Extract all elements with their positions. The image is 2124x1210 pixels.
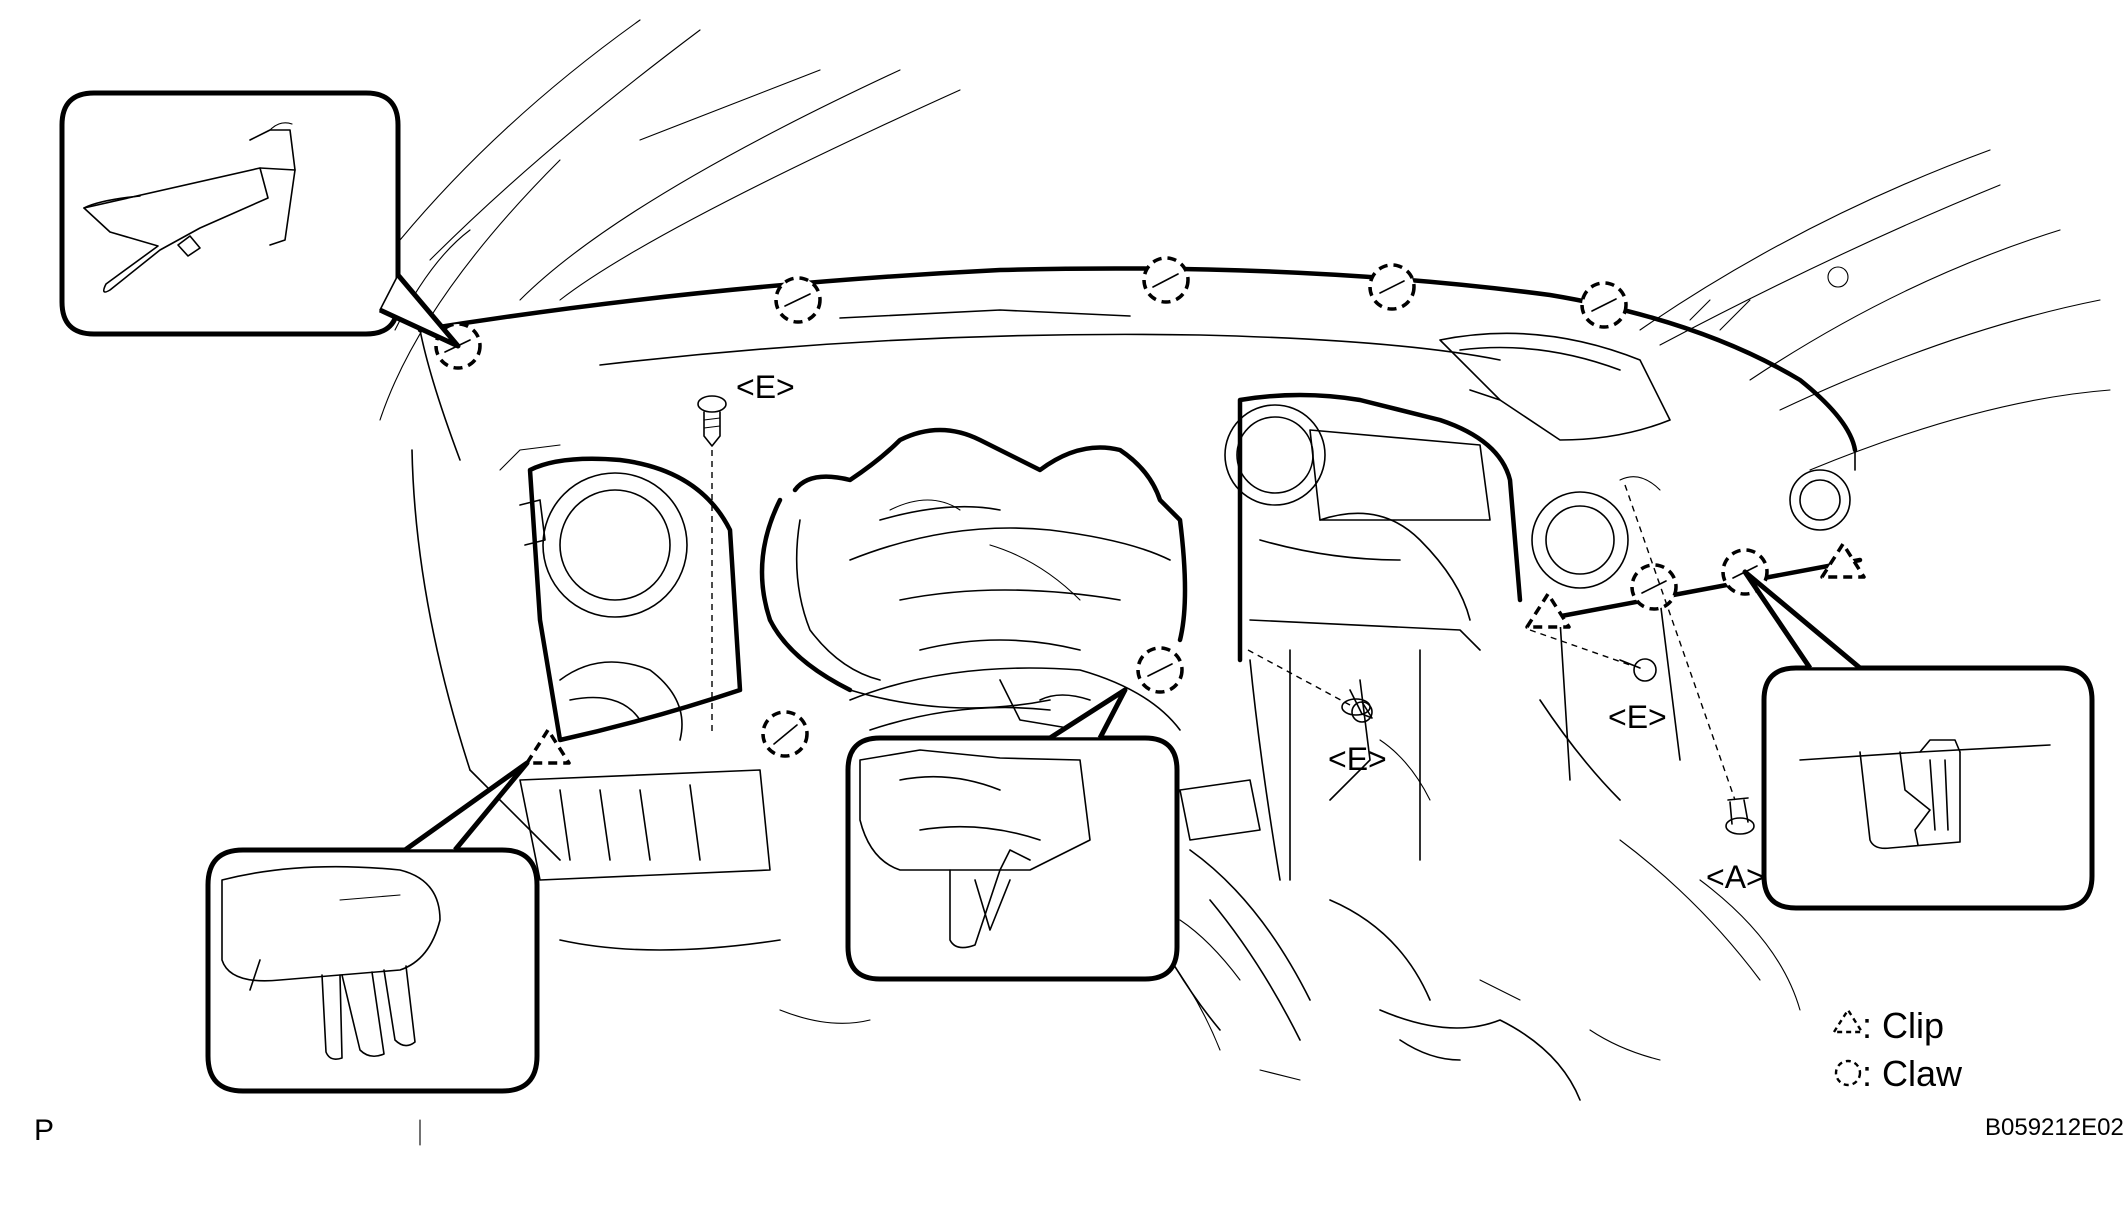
figure-code: B059212E02 [1985,1114,2124,1141]
fasteners [697,395,1755,835]
fastener-leader [1624,484,1736,801]
callout-bottom-left [205,760,540,1094]
callout-center [845,687,1180,982]
steering-column [849,667,1181,731]
fastener-leader [1529,629,1631,666]
legend-claw-label: : Claw [1862,1053,1963,1094]
center-stack [1224,392,1523,881]
fastener-leader [1247,649,1351,706]
legend-clip-label: : Clip [1862,1005,1944,1046]
left-round-vent [542,472,688,618]
screw-icon [697,395,727,447]
screw-icon [1619,658,1657,682]
dashboard-outline [411,266,1863,861]
legend: : Clip : Claw [1832,1005,1963,1094]
clip-marker [1525,592,1571,629]
right-pillar [1639,149,2111,471]
clip-marker [1820,542,1866,579]
clip-marker [525,728,571,765]
fastener-label-e-top: <E> [736,369,795,405]
left-vent-opening [499,444,743,743]
center-vent-left [1224,404,1326,506]
lower-structure [519,769,1801,1101]
page-marker: P [34,1114,54,1147]
legend-clip-icon [1832,1008,1864,1034]
fastener-label-a: <A> [1706,859,1765,895]
screw-icon [1725,797,1755,835]
cluster-opening [759,427,1188,709]
passenger-vent-side [1789,469,1851,531]
callout-top-left [59,90,461,349]
legend-claw-icon [1834,1059,1862,1087]
passenger-vent-center [1531,491,1629,589]
fastener-label-e-right: <E> [1608,699,1667,735]
screw-icon [1341,689,1373,723]
fastener-label-e-center: <E> [1328,741,1387,777]
clip-markers [525,542,1866,765]
claw-markers [434,256,1769,758]
passenger-side [1439,332,1851,801]
windshield-lines [379,19,961,421]
pillar-hole [1827,266,1849,288]
callout-right [1742,569,2095,911]
